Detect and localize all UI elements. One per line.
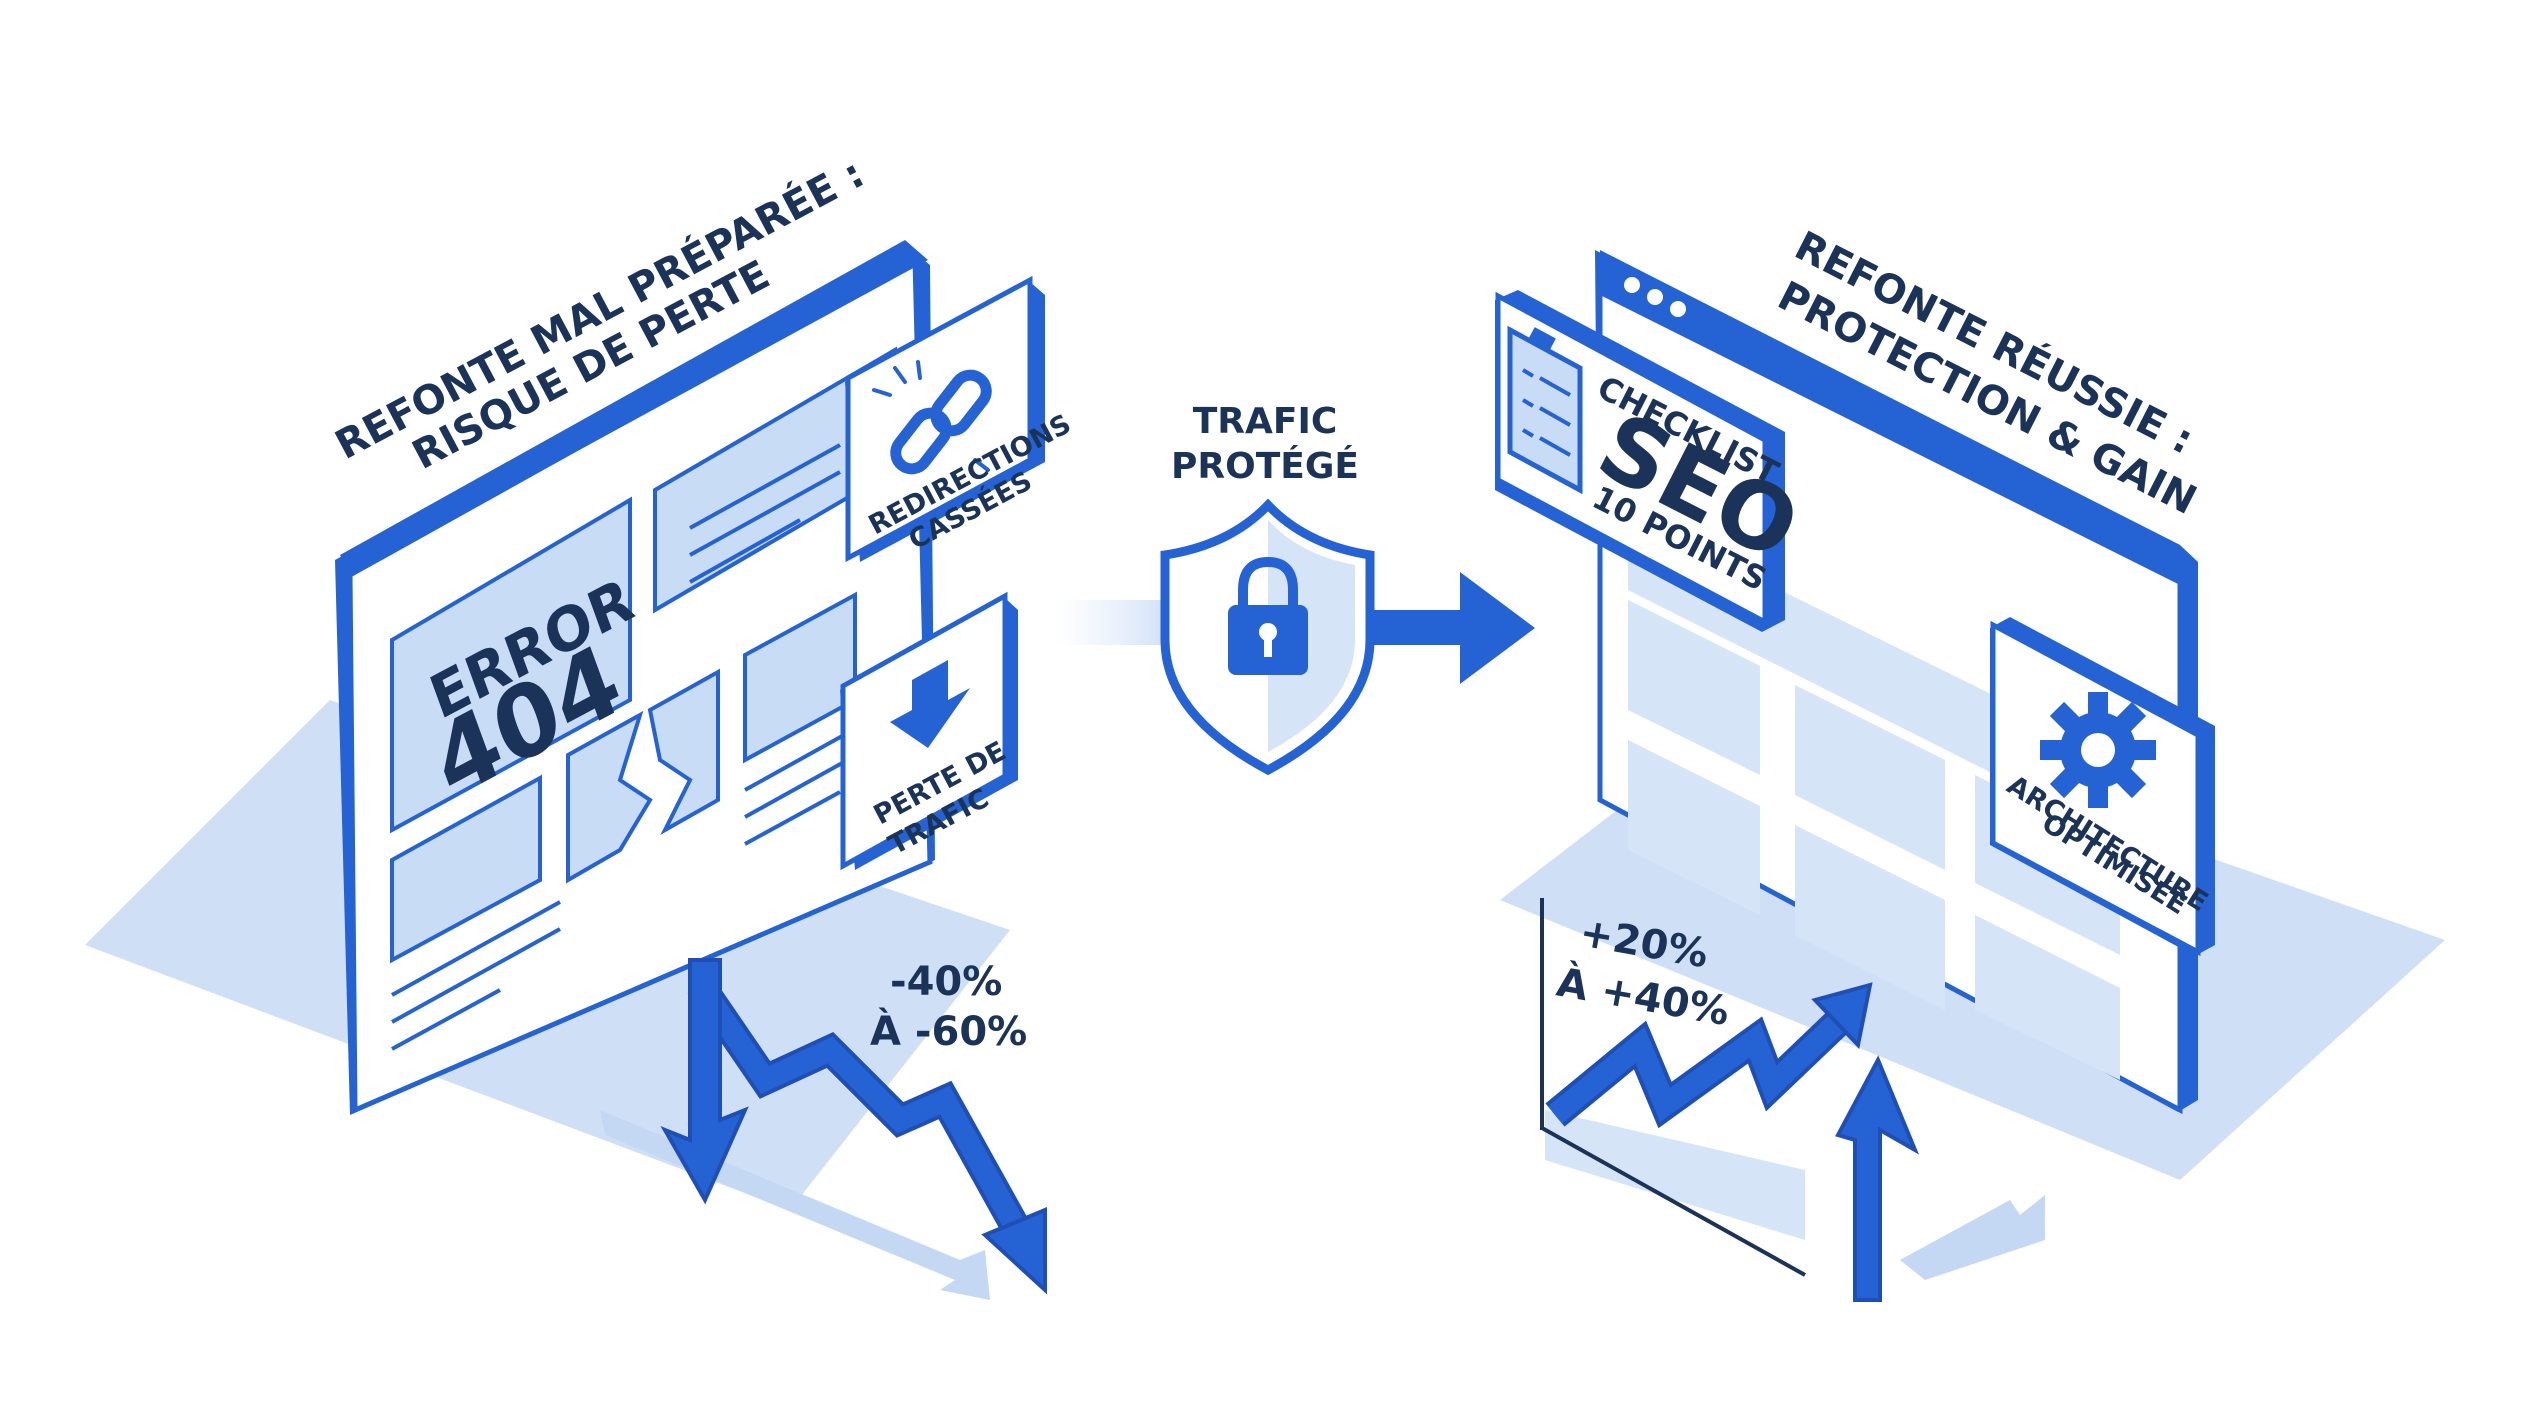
error-panel [390, 496, 632, 834]
card-redirections [845, 275, 1045, 563]
center-right-arrow [1368, 572, 1535, 684]
left-stat-line2: À -60% [870, 1007, 1027, 1055]
downtrend-arrow [660, 958, 1047, 1295]
window-dot-2 [400, 559, 416, 575]
gear-icon [2040, 692, 2156, 808]
down-arrow-head-small [660, 958, 749, 1205]
window-dot-3 [426, 546, 442, 562]
center-label-line1: TRAFIC [1193, 401, 1338, 442]
shield-lock-icon [1160, 498, 1375, 776]
window-dot-1 [1624, 277, 1640, 293]
up-arrow-icon [1835, 1055, 1920, 1302]
left-browser-window [335, 240, 935, 1115]
left-stat-line1: -40% [890, 959, 1002, 1005]
clipboard-icon [1507, 325, 1583, 495]
center-label-line2: PROTÉGÉ [1171, 445, 1359, 487]
down-arrow-icon [890, 660, 970, 748]
card-checklist [1495, 290, 1785, 632]
card-architecture [1990, 617, 2215, 957]
broken-link-icon [872, 360, 992, 475]
growth-chart [1540, 898, 1920, 1302]
window-dot-1 [374, 572, 390, 588]
window-dot-3 [1670, 301, 1686, 317]
right-arrow-shadow [1900, 1195, 2045, 1280]
card-perte-trafic [840, 591, 1018, 871]
window-dot-2 [1647, 289, 1663, 305]
